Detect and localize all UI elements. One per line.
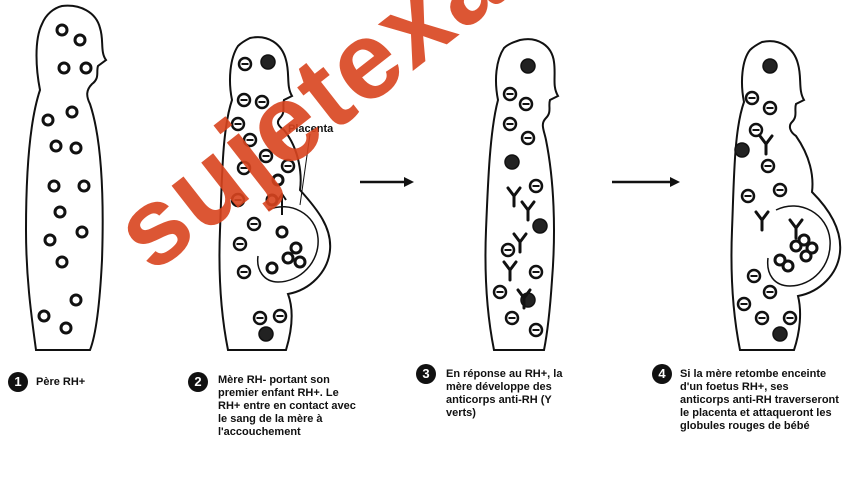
step-2-number: 2 [188, 372, 208, 392]
step-1-number: 1 [8, 372, 28, 392]
transfer-arrow-icon [278, 194, 286, 215]
placenta-label: Placenta [288, 123, 333, 135]
step-4-caption: Si la mère retombe enceinte d'un foetus … [680, 368, 840, 433]
step-3-caption: En réponse au RH+, la mère développe des… [446, 368, 574, 420]
arrow-right-icon [612, 177, 680, 187]
father-silhouette [26, 6, 106, 350]
step-4-number: 4 [652, 364, 672, 384]
mother-second-pregnancy [731, 41, 840, 350]
arrow-right-icon [360, 177, 414, 187]
mother-with-antibodies [485, 39, 558, 350]
step-1-caption: Père RH+ [36, 376, 166, 389]
step-2-caption: Mère RH- portant son premier enfant RH+.… [218, 374, 360, 439]
fetal-cells [775, 235, 817, 271]
mother-first-pregnancy [219, 37, 330, 350]
rh-positive-cells [39, 25, 91, 333]
step-3-number: 3 [416, 364, 436, 384]
